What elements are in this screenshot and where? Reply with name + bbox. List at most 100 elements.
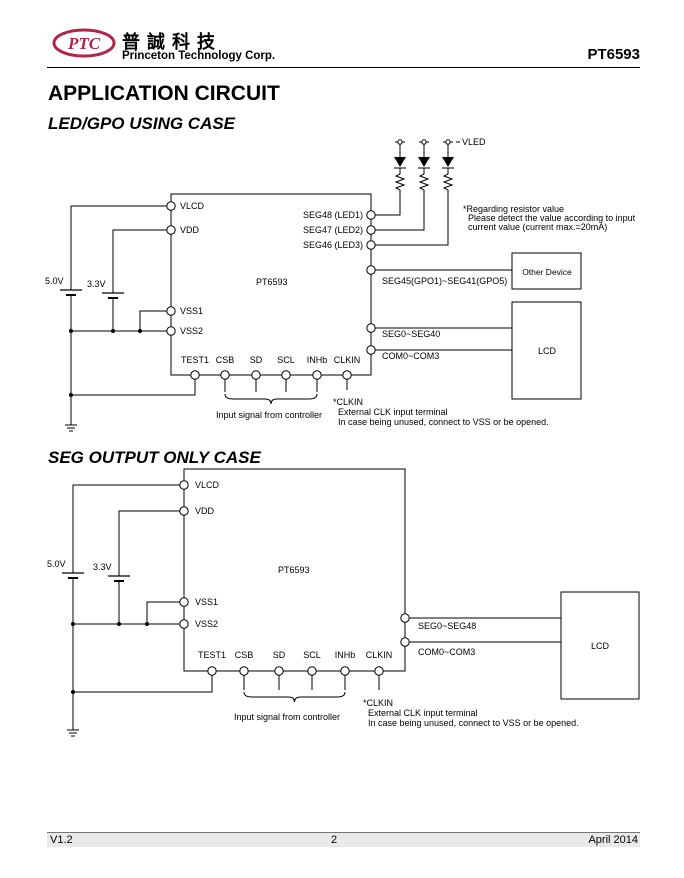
resistor-note-title: *Regarding resistor value	[463, 204, 564, 214]
pin-com	[400, 637, 410, 647]
pin-gpo	[366, 265, 376, 275]
wire	[73, 675, 213, 693]
led-diode	[394, 157, 406, 167]
company-name-english: Princeton Technology Corp.	[122, 50, 276, 62]
pin-com	[366, 345, 376, 355]
pin-vlcd	[179, 480, 189, 490]
company-logo: PTC	[52, 28, 116, 58]
header-divider	[47, 67, 640, 68]
pin-csb	[220, 370, 230, 380]
pin-vss2-label: VSS2	[180, 326, 203, 336]
pin-csb	[239, 666, 249, 676]
clkin-note-title: *CLKIN	[363, 698, 393, 708]
resistor	[394, 168, 406, 195]
chip-name: PT6593	[256, 277, 288, 287]
company-name-chinese: 普誠科技	[122, 32, 222, 53]
battery-3v3-label: 3.3V	[93, 562, 112, 572]
pin-seg-label: SEG0~SEG40	[382, 329, 440, 339]
chip-body	[170, 193, 372, 376]
pin-seg48	[366, 210, 376, 220]
footer-version: V1.2	[50, 834, 73, 846]
clkin-note-line2: In case being unused, connect to VSS or …	[368, 718, 579, 728]
lcd-label: LCD	[591, 641, 610, 651]
vled-label: VLED	[462, 137, 486, 147]
pin-clkin-label: CLKIN	[334, 355, 361, 365]
resistor	[442, 168, 454, 195]
chip-name: PT6593	[278, 565, 310, 575]
other-device-box	[511, 252, 582, 290]
input-signal-note: Input signal from controller	[234, 712, 340, 722]
wire	[146, 601, 180, 624]
pin-clkin	[374, 666, 384, 676]
pin-sd	[274, 666, 284, 676]
clkin-note-title: *CLKIN	[333, 397, 363, 407]
resistor-note-line2: current value (current max.=20mA)	[468, 222, 607, 232]
pin-sd-label: SD	[250, 355, 263, 365]
pin-clkin	[342, 370, 352, 380]
pin-scl	[307, 666, 317, 676]
pin-vlcd-label: VLCD	[180, 201, 205, 211]
wire	[118, 510, 180, 576]
page-title: APPLICATION CIRCUIT	[48, 82, 280, 105]
junction-dot	[111, 329, 115, 333]
pin-seg47-label: SEG47 (LED2)	[303, 225, 363, 235]
pin-test1-label: TEST1	[198, 650, 226, 660]
other-device-label: Other Device	[522, 267, 572, 277]
pin-com-label: COM0~COM3	[418, 647, 475, 657]
wire	[375, 195, 425, 231]
pin-sd	[251, 370, 261, 380]
resistor	[418, 168, 430, 195]
input-signal-brace	[243, 691, 346, 703]
pin-seg	[400, 613, 410, 623]
pin-scl-label: SCL	[303, 650, 321, 660]
pin-gpo-label: SEG45(GPO1)~SEG41(GPO5)	[382, 276, 507, 286]
led-diode	[418, 157, 430, 167]
clkin-note-line1: External CLK input terminal	[368, 708, 478, 718]
lcd-box	[560, 591, 640, 700]
led-diode	[442, 157, 454, 167]
pin-vlcd	[166, 201, 176, 211]
pin-inhb	[340, 666, 350, 676]
pin-seg	[366, 323, 376, 333]
pin-seg48-label: SEG48 (LED1)	[303, 210, 363, 220]
pin-clkin-label: CLKIN	[366, 650, 393, 660]
pin-vdd	[179, 506, 189, 516]
junction-dot	[69, 393, 73, 397]
vled-terminal	[445, 139, 451, 145]
pin-inhb-label: INHb	[335, 650, 356, 660]
battery-5v-label: 5.0V	[45, 276, 64, 286]
pin-vlcd-label: VLCD	[195, 480, 220, 490]
pin-seg46	[366, 240, 376, 250]
pin-vss1	[166, 306, 176, 316]
resistor-note-line1: Please detect the value according to inp…	[468, 213, 636, 223]
svg-text:PTC: PTC	[67, 34, 101, 53]
junction-dot	[69, 329, 73, 333]
pin-vss1-label: VSS1	[195, 597, 218, 607]
wire	[139, 310, 167, 331]
pin-seg47	[366, 225, 376, 235]
pin-inhb-label: INHb	[307, 355, 328, 365]
pin-test1	[190, 370, 200, 380]
footer-page-number: 2	[331, 834, 338, 846]
lcd-label: LCD	[538, 346, 557, 356]
pin-com-label: COM0~COM3	[382, 351, 439, 361]
pin-csb-label: CSB	[216, 355, 235, 365]
wire	[70, 205, 167, 290]
footer-date: April 2014	[588, 834, 638, 846]
pin-vss1	[179, 597, 189, 607]
pin-vss2	[179, 619, 189, 629]
vled-terminal	[421, 139, 427, 145]
junction-dot	[71, 622, 75, 626]
pin-scl	[281, 370, 291, 380]
clkin-note-line2: In case being unused, connect to VSS or …	[338, 417, 549, 427]
footer-bar	[47, 832, 640, 847]
pin-vss2	[166, 326, 176, 336]
wire	[72, 484, 180, 573]
input-signal-note: Input signal from controller	[216, 410, 322, 420]
pin-test1-label: TEST1	[181, 355, 209, 365]
battery-3v3-label: 3.3V	[87, 279, 106, 289]
pin-scl-label: SCL	[277, 355, 295, 365]
